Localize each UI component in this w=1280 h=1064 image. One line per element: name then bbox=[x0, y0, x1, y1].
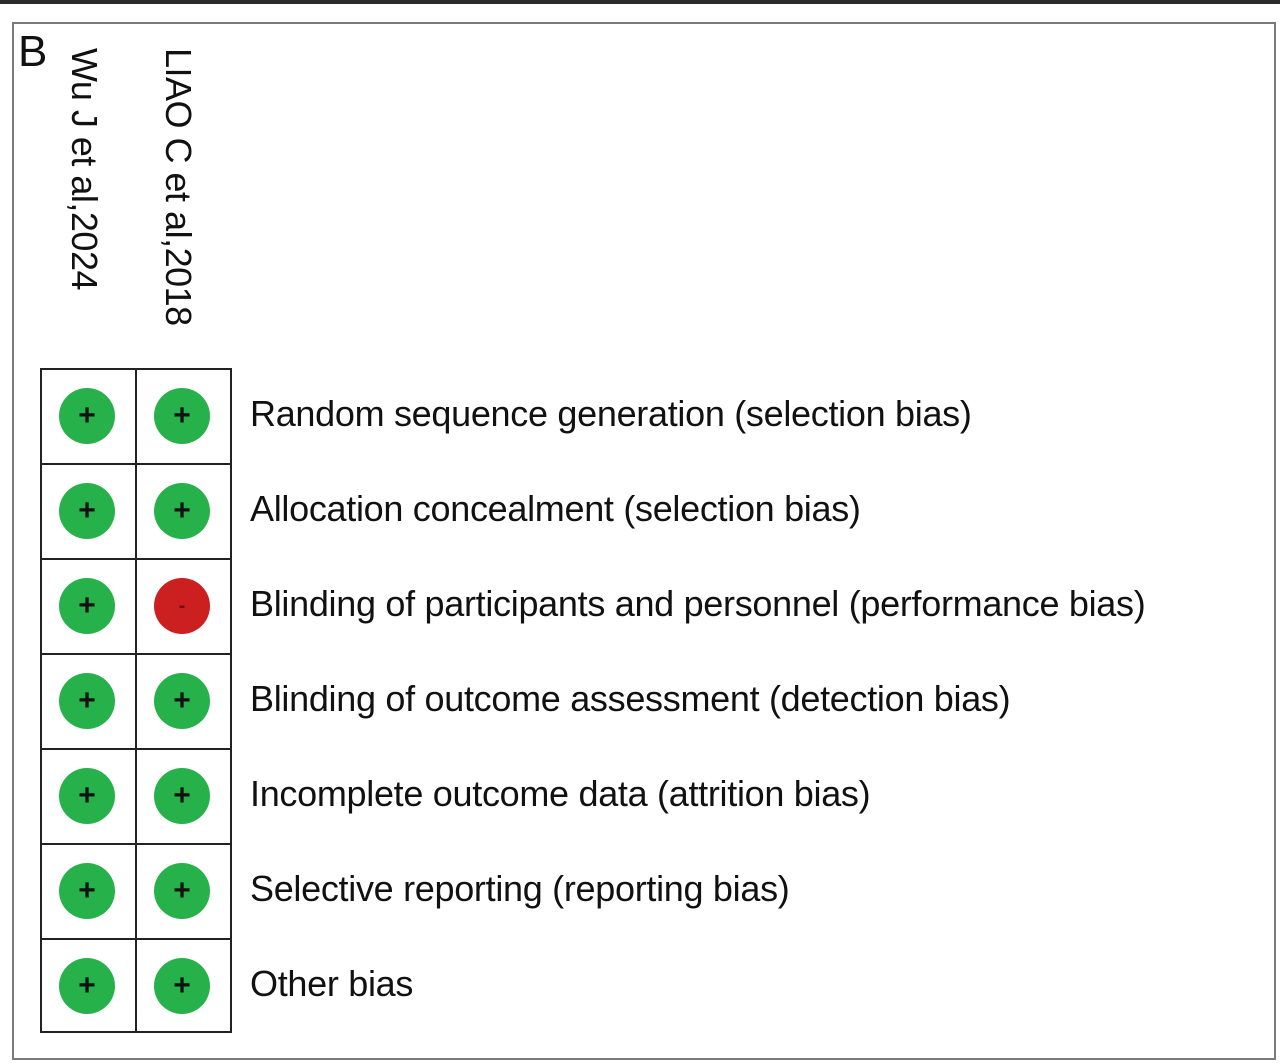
grid-column-divider bbox=[135, 370, 137, 1031]
domain-label: Other bias bbox=[250, 962, 414, 1004]
grid-row-divider bbox=[42, 938, 230, 940]
low-risk-icon: + bbox=[59, 767, 115, 824]
figure-frame bbox=[12, 22, 1276, 1060]
panel-label: B bbox=[18, 27, 48, 76]
low-risk-icon: + bbox=[154, 767, 210, 824]
low-risk-icon: + bbox=[154, 672, 210, 729]
study-label-text: LIAO C et al,2018 bbox=[158, 48, 199, 326]
grid-row-divider bbox=[42, 843, 230, 845]
domain-label: Blinding of participants and personnel (… bbox=[250, 582, 1146, 624]
low-risk-icon: + bbox=[154, 862, 210, 919]
low-risk-icon: + bbox=[59, 957, 115, 1014]
study-label-1: Wu J et al,2024 bbox=[60, 48, 108, 358]
risk-of-bias-grid: +++++-++++++++ bbox=[40, 368, 232, 1033]
domain-label: Selective reporting (reporting bias) bbox=[250, 867, 790, 909]
low-risk-icon: + bbox=[154, 387, 210, 444]
grid-row-divider bbox=[42, 558, 230, 560]
domain-label: Random sequence generation (selection bi… bbox=[250, 392, 972, 434]
low-risk-icon: + bbox=[154, 482, 210, 539]
study-label-text: Wu J et al,2024 bbox=[64, 48, 105, 290]
low-risk-icon: + bbox=[59, 577, 115, 634]
domain-label: Incomplete outcome data (attrition bias) bbox=[250, 772, 871, 814]
grid-row-divider bbox=[42, 653, 230, 655]
domain-label: Blinding of outcome assessment (detectio… bbox=[250, 677, 1011, 719]
high-risk-icon: - bbox=[154, 577, 210, 634]
low-risk-icon: + bbox=[59, 862, 115, 919]
grid-row-divider bbox=[42, 463, 230, 465]
grid-row-divider bbox=[42, 748, 230, 750]
study-label-2: LIAO C et al,2018 bbox=[154, 48, 202, 358]
domain-label: Allocation concealment (selection bias) bbox=[250, 487, 861, 529]
low-risk-icon: + bbox=[59, 672, 115, 729]
low-risk-icon: + bbox=[59, 482, 115, 539]
low-risk-icon: + bbox=[59, 387, 115, 444]
low-risk-icon: + bbox=[154, 957, 210, 1014]
top-rule bbox=[0, 0, 1280, 4]
